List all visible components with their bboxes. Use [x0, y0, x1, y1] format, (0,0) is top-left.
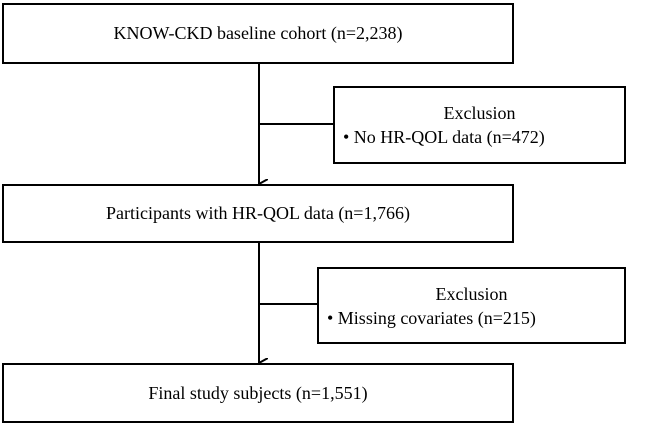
final-subjects-label: Final study subjects (n=1,551)	[148, 382, 368, 403]
exclusion-box-2: Exclusion • Missing covariates (n=215)	[317, 267, 626, 344]
cohort-box: KNOW-CKD baseline cohort (n=2,238)	[2, 3, 514, 64]
exclusion-item-1: • No HR-QOL data (n=472)	[343, 127, 545, 147]
cohort-label: KNOW-CKD baseline cohort (n=2,238)	[113, 23, 403, 43]
exclusion-heading-1: Exclusion	[443, 103, 516, 123]
exclusion-item-2: • Missing covariates (n=215)	[327, 307, 536, 328]
final-subjects-box: Final study subjects (n=1,551)	[2, 363, 514, 423]
participants-box: Participants with HR-QOL data (n=1,766)	[2, 184, 514, 243]
exclusion-box-1: Exclusion • No HR-QOL data (n=472)	[333, 86, 626, 164]
participants-label: Participants with HR-QOL data (n=1,766)	[106, 203, 410, 223]
exclusion-heading-2: Exclusion	[435, 283, 508, 304]
